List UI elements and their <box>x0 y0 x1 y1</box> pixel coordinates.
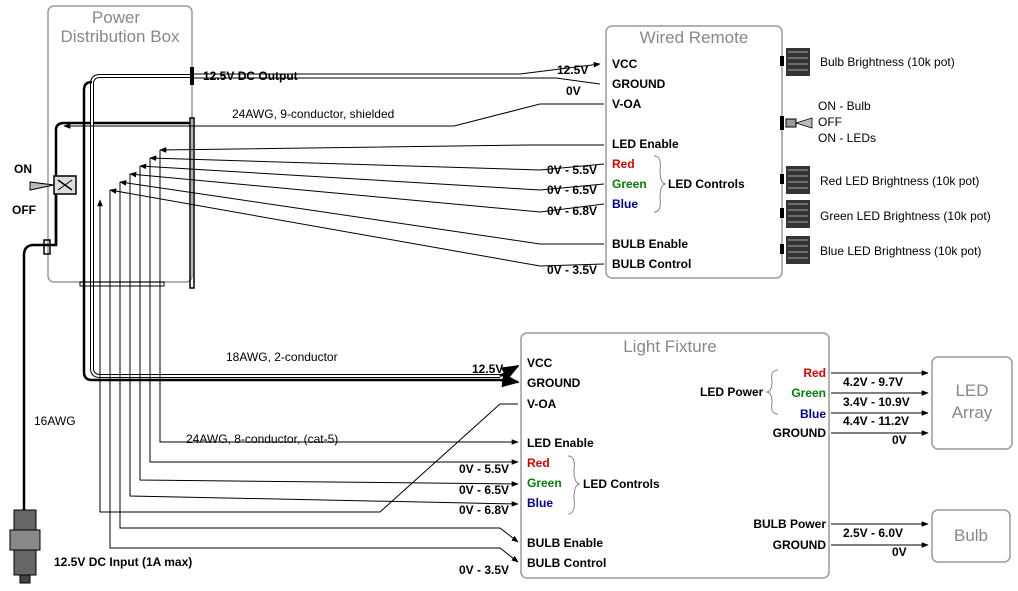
remote-control-switch-3: ON - LEDs <box>818 131 876 145</box>
switch-off-label: OFF <box>12 203 36 217</box>
remote-pin-green: Green <box>612 177 647 191</box>
led-array-label-1: LED <box>955 381 988 400</box>
cigarette-plug-icon <box>9 509 41 584</box>
remote-pin-vcc: VCC <box>612 57 638 71</box>
fixture-out-bulb-power: BULB Power <box>753 517 826 531</box>
output-wires <box>831 370 929 548</box>
remote-control-switch-2: OFF <box>818 115 842 129</box>
light-fixture-box <box>520 332 830 579</box>
remote-value-green: 0V - 6.5V <box>547 183 597 197</box>
input-label: 12.5V DC Input (1A max) <box>54 555 192 569</box>
fixture-value-out-ground: 0V <box>892 433 907 447</box>
bulb-label: Bulb <box>954 526 988 545</box>
fixture-out-ground: GROUND <box>773 426 827 440</box>
output-label: 12.5V DC Output <box>203 69 298 83</box>
fixture-wires <box>97 150 520 563</box>
fixture-value-green: 0V - 6.5V <box>459 483 509 497</box>
toggle-switch-icon[interactable] <box>29 175 77 195</box>
remote-control-blue-pot: Blue LED Brightness (10k pot) <box>820 244 981 258</box>
fixture-value-out-green: 3.4V - 10.9V <box>843 395 910 409</box>
fixture-value-out-red: 4.2V - 9.7V <box>843 375 903 389</box>
remote-control-switch-1: ON - Bulb <box>818 99 871 113</box>
fixture-led-controls: LED Controls <box>583 477 660 491</box>
potentiometer-icon[interactable] <box>780 48 810 76</box>
cable-label-input: 16AWG <box>34 414 76 428</box>
fixture-pin-blue: Blue <box>527 496 553 510</box>
remote-pin-blue: Blue <box>612 197 638 211</box>
fixture-pin-led-enable: LED Enable <box>527 436 594 450</box>
wired-remote-box <box>605 25 783 279</box>
remote-value-vcc: 12.5V <box>557 63 588 77</box>
cable-label-fixture: 24AWG, 8-conductor, (cat-5) <box>186 432 338 446</box>
fixture-value-red: 0V - 5.5V <box>459 462 509 476</box>
fixture-value-vcc: 12.5V <box>472 362 503 376</box>
fixture-value-out-bulb-ground: 0V <box>892 545 907 559</box>
fixture-pin-red: Red <box>527 456 550 470</box>
fixture-out-led-power: LED Power <box>700 385 764 399</box>
fixture-value-out-blue: 4.4V - 11.2V <box>843 414 909 428</box>
remote-control-red-pot: Red LED Brightness (10k pot) <box>820 174 979 188</box>
remote-wires <box>63 62 605 267</box>
remote-pin-bulb-control: BULB Control <box>612 257 691 271</box>
remote-pin-voa: V-OA <box>612 97 642 111</box>
remote-value-bulb: 0V - 3.5V <box>547 263 597 277</box>
remote-value-blue: 0V - 6.8V <box>547 204 597 218</box>
switch-on-label: ON <box>14 162 32 176</box>
remote-value-ground: 0V <box>566 84 581 98</box>
remote-control-green-pot: Green LED Brightness (10k pot) <box>820 209 991 223</box>
fixture-out-bulb-ground: GROUND <box>773 538 827 552</box>
cable-label-power: 18AWG, 2-conductor <box>226 350 338 364</box>
fixture-pin-green: Green <box>527 476 562 490</box>
led-array-box <box>931 356 1013 450</box>
remote-pin-led-enable: LED Enable <box>612 137 679 151</box>
fixture-value-blue: 0V - 6.8V <box>459 503 509 517</box>
remote-pin-red: Red <box>612 157 635 171</box>
fixture-value-out-bulb: 2.5V - 6.0V <box>843 526 903 540</box>
remote-led-controls: LED Controls <box>668 177 745 191</box>
cable-label-remote: 24AWG, 9-conductor, shielded <box>232 107 394 121</box>
fixture-out-green: Green <box>791 386 826 400</box>
wired-remote-title: Wired Remote <box>640 28 749 47</box>
fixture-value-bulb: 0V - 3.5V <box>459 563 509 577</box>
fixture-pin-bulb-enable: BULB Enable <box>527 536 603 550</box>
fixture-pin-voa: V-OA <box>527 397 557 411</box>
remote-value-red: 0V - 5.5V <box>547 163 597 177</box>
power-box-wiring <box>22 67 500 555</box>
potentiometer-icon[interactable] <box>780 200 810 228</box>
fixture-out-red: Red <box>803 366 826 380</box>
potentiometer-icon[interactable] <box>780 236 810 264</box>
bulb-box <box>931 509 1011 563</box>
power-box-title-2: Distribution Box <box>60 27 180 46</box>
potentiometer-icon[interactable] <box>780 166 810 194</box>
fixture-pin-vcc: VCC <box>527 356 553 370</box>
fixture-pin-ground: GROUND <box>527 376 581 390</box>
fixture-out-blue: Blue <box>800 407 826 421</box>
remote-pin-bulb-enable: BULB Enable <box>612 237 688 251</box>
fixture-pin-bulb-control: BULB Control <box>527 556 606 570</box>
remote-control-bulb-pot: Bulb Brightness (10k pot) <box>820 55 955 69</box>
remote-pin-ground: GROUND <box>612 77 666 91</box>
three-way-switch-icon[interactable] <box>780 116 813 130</box>
led-array-label-2: Array <box>952 403 993 422</box>
light-fixture-title: Light Fixture <box>623 337 717 356</box>
power-box-title-1: Power <box>92 8 141 27</box>
